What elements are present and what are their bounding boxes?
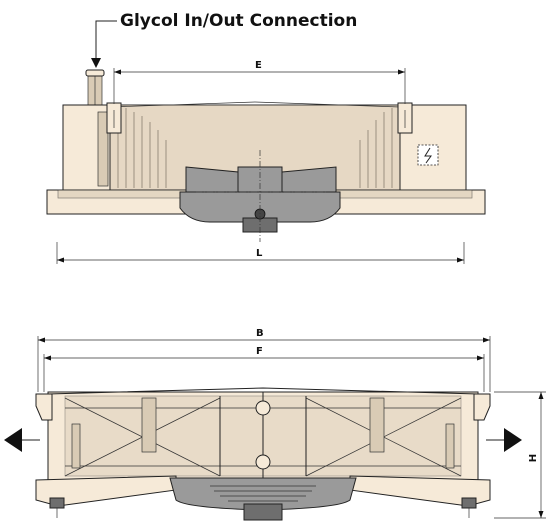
glycol-connection-label: Glycol In/Out Connection bbox=[120, 11, 357, 31]
fan-guard-lines bbox=[210, 485, 316, 502]
dimension-e: E bbox=[113, 60, 406, 104]
dimension-b: B bbox=[37, 328, 491, 392]
front-view: B F bbox=[4, 328, 546, 521]
dimension-f-label: F bbox=[256, 346, 263, 357]
airflow-arrow-left-icon bbox=[4, 428, 40, 452]
side-bracket-right bbox=[473, 393, 491, 421]
foot-left bbox=[49, 497, 65, 509]
drip-tray-left bbox=[35, 475, 177, 507]
electrical-junction-box-icon bbox=[417, 144, 439, 166]
coil-header-right bbox=[369, 397, 385, 453]
dimension-h-label: H bbox=[528, 454, 539, 462]
foot-right bbox=[461, 497, 477, 509]
drain-tube-right bbox=[445, 423, 455, 469]
drain-tube-left bbox=[71, 423, 81, 469]
dimension-l: L bbox=[56, 242, 465, 264]
fan-blade-right bbox=[281, 166, 337, 193]
coil-hatching bbox=[117, 108, 393, 188]
airflow-arrow-right-icon bbox=[486, 428, 522, 452]
hanger-point-top bbox=[255, 400, 271, 416]
front-fan-motor bbox=[243, 503, 283, 521]
hanger-point-bottom bbox=[255, 454, 271, 470]
fan-blade-left bbox=[185, 166, 239, 193]
dimension-h: H bbox=[494, 391, 546, 519]
dimension-e-label: E bbox=[255, 60, 262, 71]
dimension-f: F bbox=[43, 346, 485, 392]
side-bracket-left bbox=[35, 393, 53, 421]
dimension-l-label: L bbox=[256, 248, 263, 259]
top-view: Glycol In/Out Connection bbox=[46, 11, 486, 264]
coil-header bbox=[97, 111, 109, 187]
glycol-callout-leader bbox=[91, 20, 117, 68]
dimension-b-label: B bbox=[256, 328, 264, 339]
coil-header-left bbox=[141, 397, 157, 453]
